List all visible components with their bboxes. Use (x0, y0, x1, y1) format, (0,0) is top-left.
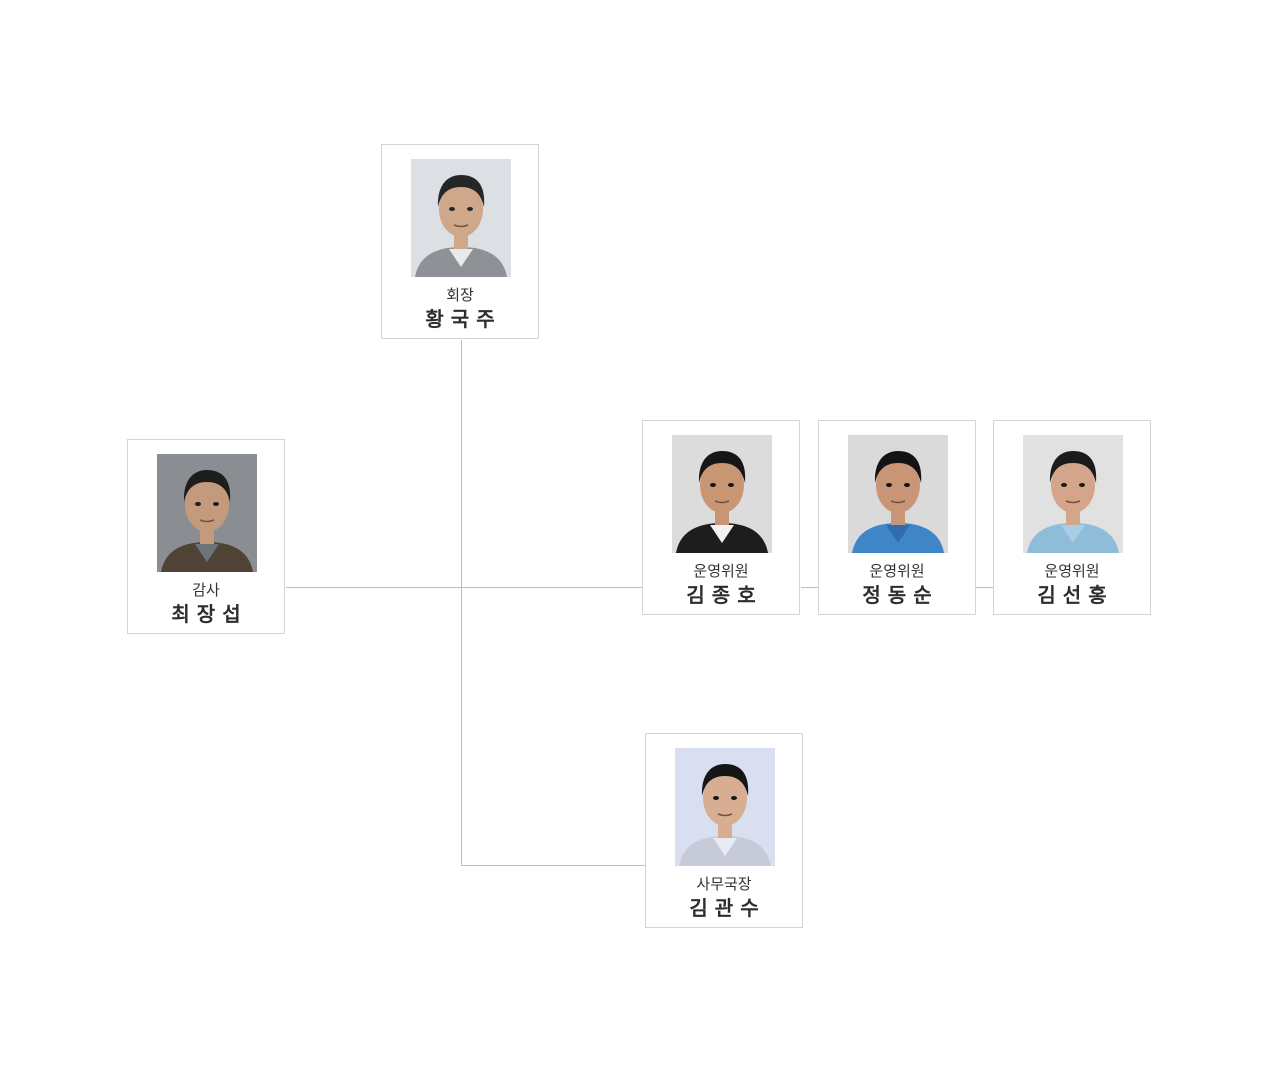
card-president: 회장 황국주 (381, 144, 539, 339)
member-name: 정동순 (862, 583, 939, 607)
photo-secretary-general (675, 748, 775, 866)
card-committee-3: 운영위원 김선홍 (993, 420, 1151, 615)
role-label: 감사 (192, 581, 220, 599)
member-name: 황국주 (425, 307, 502, 331)
role-label: 회장 (446, 286, 474, 304)
photo-committee-3 (1023, 435, 1123, 553)
connector-committee-1-2 (801, 587, 818, 588)
card-auditor: 감사 최장섭 (127, 439, 285, 634)
photo-committee-2 (848, 435, 948, 553)
portrait-photo (411, 159, 511, 277)
role-label: 운영위원 (869, 562, 925, 580)
photo-committee-1 (672, 435, 772, 553)
photo-auditor (157, 454, 257, 572)
connector-secretary-branch (461, 865, 645, 866)
role-label: 사무국장 (696, 875, 752, 893)
member-name: 김관수 (689, 896, 766, 920)
member-name: 김종호 (686, 583, 763, 607)
portrait-photo (672, 435, 772, 553)
card-secretary-general: 사무국장 김관수 (645, 733, 803, 928)
connector-horizontal-branch (286, 587, 642, 588)
photo-president (411, 159, 511, 277)
portrait-photo (1023, 435, 1123, 553)
portrait-photo (848, 435, 948, 553)
member-name: 김선홍 (1037, 583, 1114, 607)
connector-committee-2-3 (976, 587, 993, 588)
role-label: 운영위원 (1044, 562, 1100, 580)
portrait-photo (157, 454, 257, 572)
member-name: 최장섭 (171, 602, 248, 626)
connector-vertical-trunk (461, 340, 462, 866)
card-committee-2: 운영위원 정동순 (818, 420, 976, 615)
card-committee-1: 운영위원 김종호 (642, 420, 800, 615)
role-label: 운영위원 (693, 562, 749, 580)
portrait-photo (675, 748, 775, 866)
